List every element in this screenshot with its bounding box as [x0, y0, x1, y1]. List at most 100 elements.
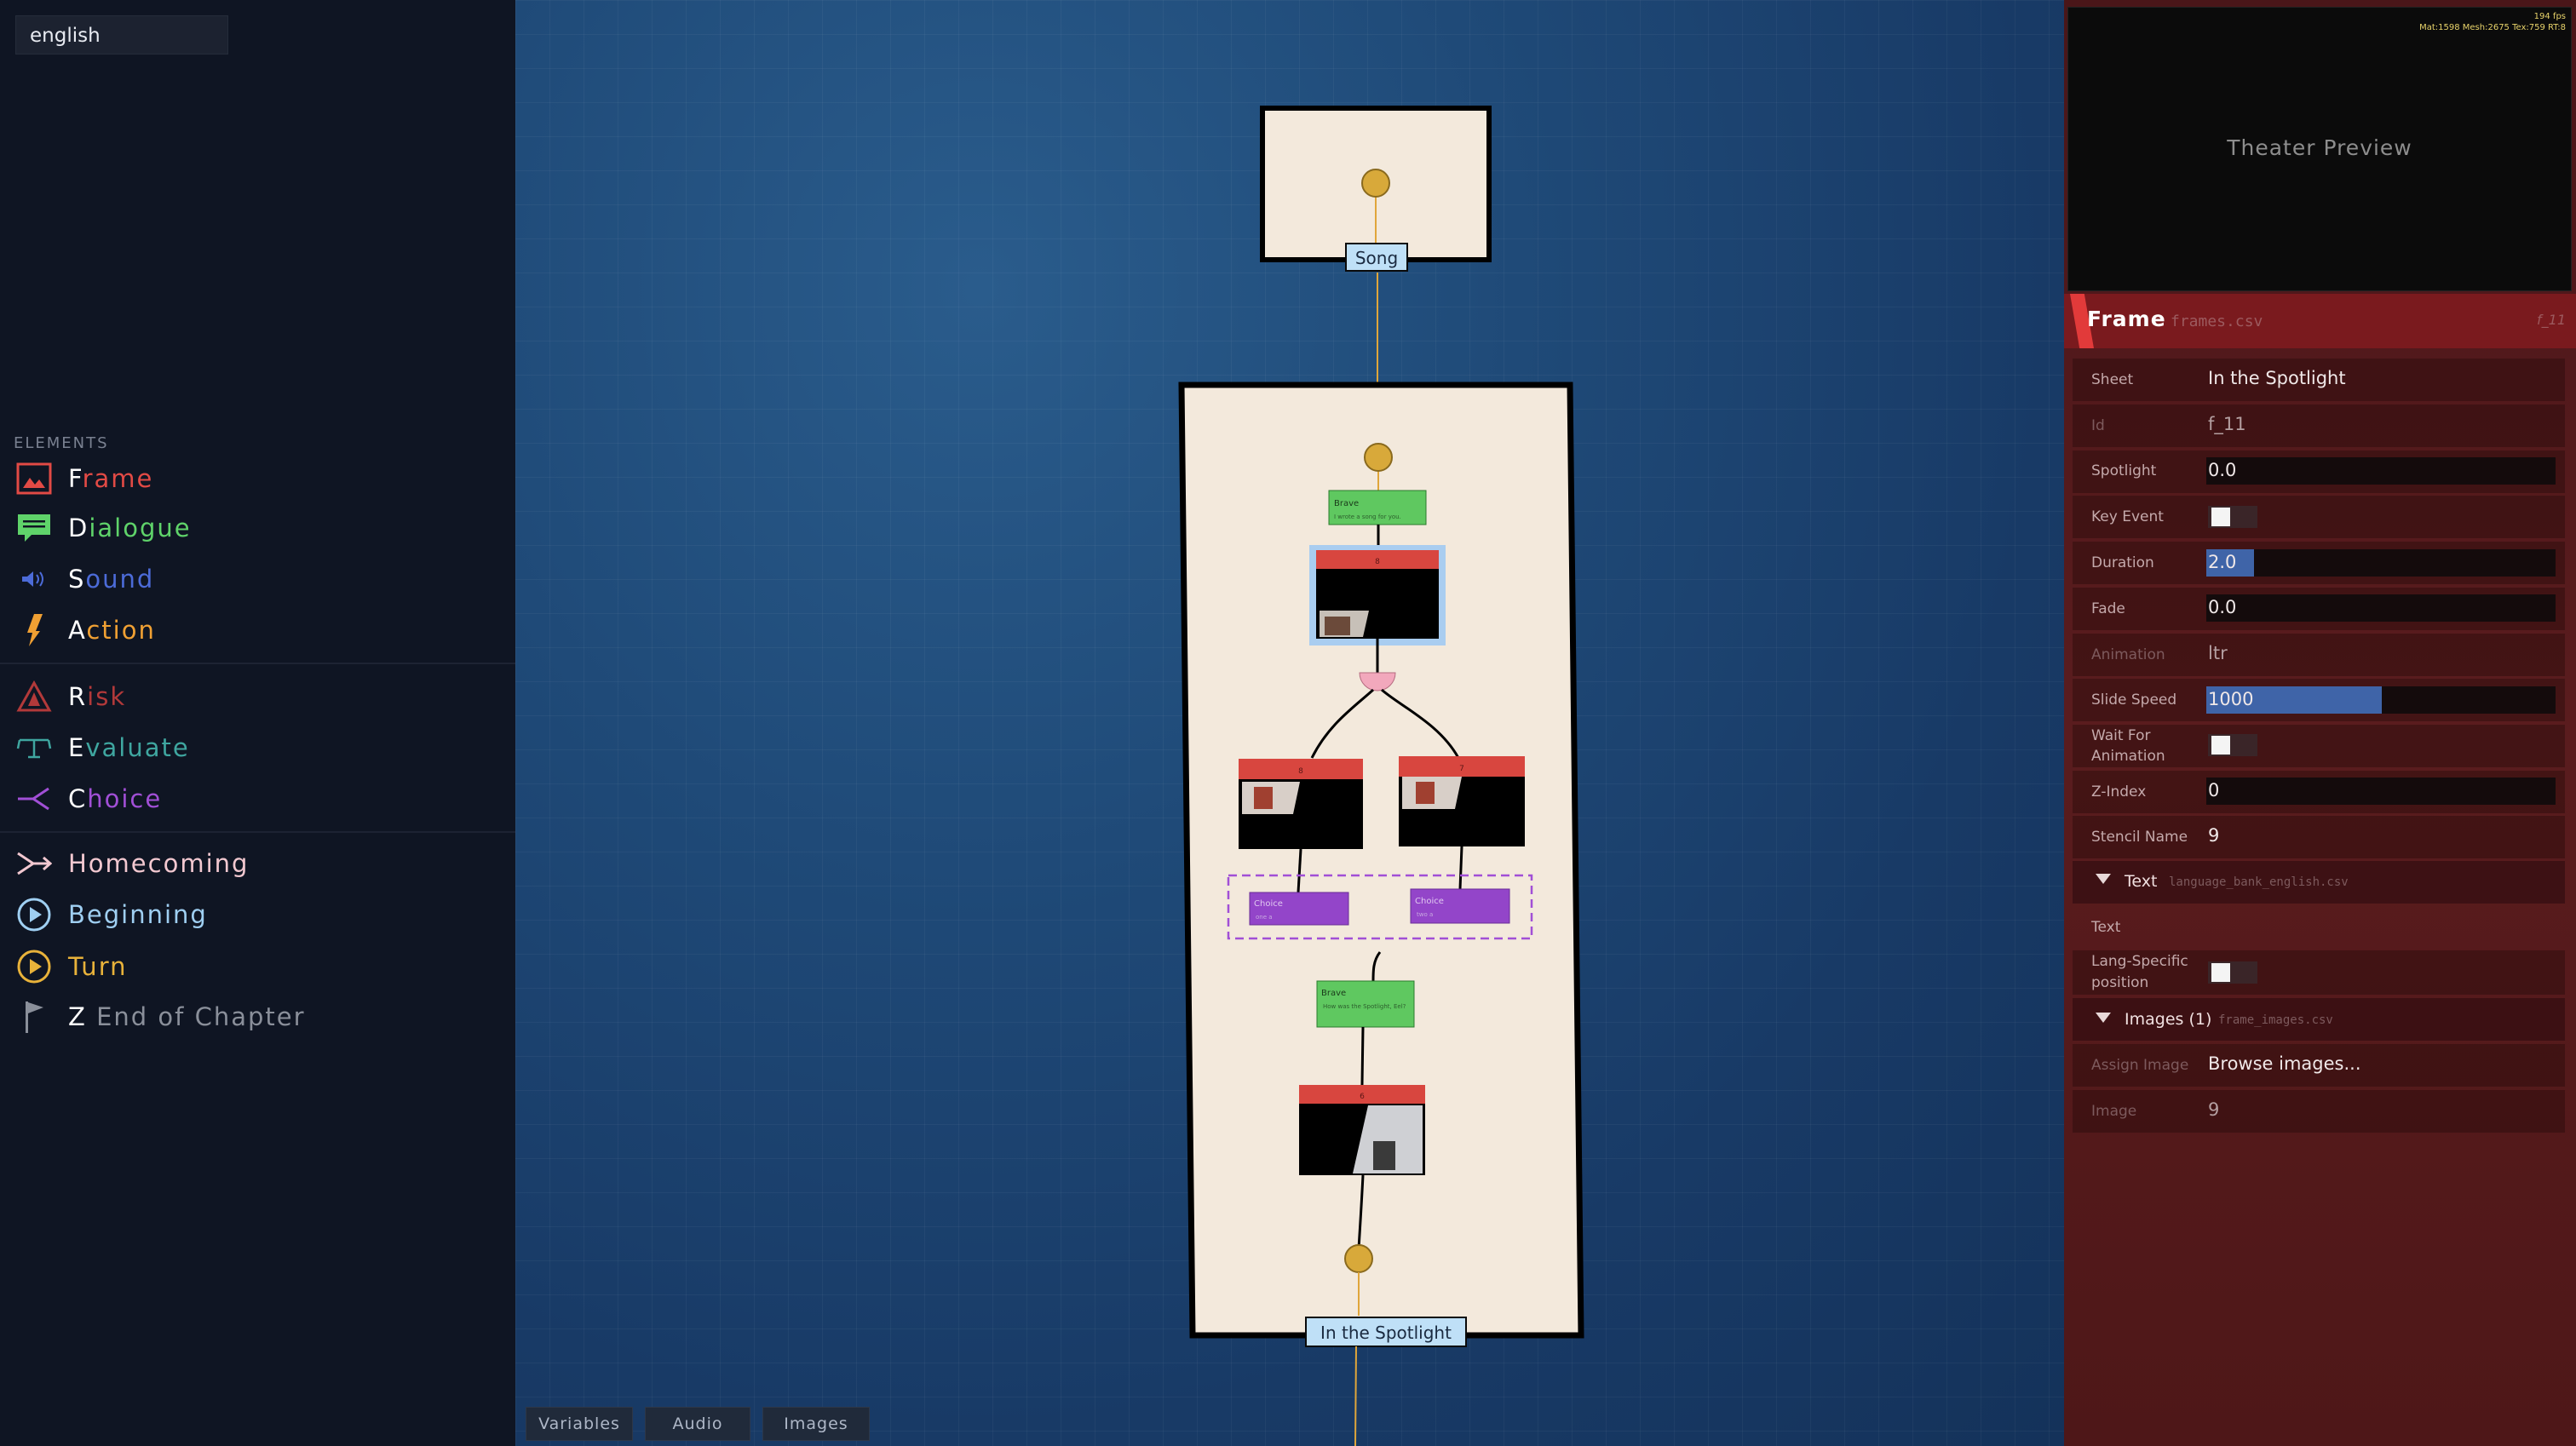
spotlight-field[interactable]: [2206, 457, 2556, 485]
element-turn[interactable]: Turn: [15, 948, 127, 985]
choice-text: two a: [1417, 911, 1433, 918]
text-section-file: language_bank_english.csv: [2169, 875, 2349, 889]
element-dialogue-label: Dialogue: [68, 514, 192, 542]
element-action-label: Action: [68, 616, 156, 645]
element-action[interactable]: Action: [15, 611, 156, 649]
animation-label: Animation: [2091, 646, 2165, 663]
graph-view: Song Brave I wrote a song for you. 8 8 7: [1178, 106, 1584, 1446]
image-label: Image: [2091, 1103, 2137, 1120]
divider: [0, 663, 515, 664]
element-end-of-chapter-label: Z End of Chapter: [68, 1002, 306, 1031]
element-risk[interactable]: Risk: [15, 678, 126, 715]
text-section-header[interactable]: [2073, 861, 2565, 904]
choice-icon: [15, 780, 53, 818]
song-label-box[interactable]: [1345, 243, 1408, 272]
element-turn-label: Turn: [68, 952, 128, 981]
collapse-arrow-icon[interactable]: [2096, 1013, 2111, 1023]
text-section-title: Text: [2125, 872, 2158, 891]
dialogue-node[interactable]: [1328, 490, 1427, 525]
dialogue-node[interactable]: [1316, 980, 1415, 1028]
row-animation: [2073, 634, 2565, 676]
fade-label: Fade: [2091, 600, 2125, 617]
turn-node[interactable]: [1361, 169, 1390, 198]
choice-text: one a: [1256, 914, 1273, 921]
choice-title: Choice: [1254, 899, 1283, 909]
lang-specific-toggle[interactable]: [2208, 961, 2257, 984]
turn-icon: [15, 948, 53, 985]
stencil-name-label: Stencil Name: [2091, 829, 2188, 846]
element-beginning[interactable]: Beginning: [15, 896, 208, 933]
stencil-name-value[interactable]: 9: [2208, 825, 2220, 846]
element-dialogue[interactable]: Dialogue: [15, 509, 192, 547]
element-choice-label: Choice: [68, 784, 163, 813]
choice-node[interactable]: [1249, 892, 1349, 926]
tab-variables[interactable]: Variables: [526, 1407, 633, 1441]
animation-value[interactable]: ltr: [2208, 643, 2228, 663]
fade-value: 0.0: [2208, 597, 2237, 617]
turn-node[interactable]: [1344, 1244, 1373, 1273]
story-canvas[interactable]: Song Brave I wrote a song for you. 8 8 7: [515, 0, 2064, 1446]
element-homecoming[interactable]: Homecoming: [15, 845, 249, 882]
element-frame[interactable]: Frame: [15, 460, 153, 497]
element-beginning-label: Beginning: [68, 900, 208, 929]
element-homecoming-label: Homecoming: [68, 849, 250, 878]
row-sheet: [2073, 359, 2565, 401]
wait-for-animation-label: Wait For Animation: [2091, 727, 2165, 765]
id-label: Id: [2091, 417, 2105, 434]
row-assign-image: [2073, 1044, 2565, 1087]
slide-speed-fill: [2206, 686, 2382, 714]
inspector-id-corner: f_11: [2537, 312, 2566, 328]
key-event-toggle[interactable]: [2208, 506, 2257, 528]
dialogue-text: How was the Spotlight, Eel?: [1323, 1003, 1406, 1010]
collapse-arrow-icon[interactable]: [2096, 874, 2111, 884]
assign-image-label: Assign Image: [2091, 1057, 2189, 1074]
row-stencil-name: [2073, 816, 2565, 858]
images-section-header[interactable]: [2073, 998, 2565, 1041]
split-node[interactable]: [1359, 672, 1396, 691]
element-evaluate[interactable]: Evaluate: [15, 729, 190, 766]
sheet-value[interactable]: In the Spotlight: [2208, 368, 2346, 388]
divider: [0, 831, 515, 833]
duration-label: Duration: [2091, 554, 2154, 571]
theater-preview-label: Theater Preview: [2227, 135, 2412, 160]
language-selector[interactable]: english: [15, 15, 228, 55]
dialogue-icon: [15, 509, 53, 547]
row-lang-specific: [2073, 950, 2565, 995]
wait-for-animation-toggle[interactable]: [2208, 734, 2257, 756]
action-icon: [15, 611, 53, 649]
z-index-label: Z-Index: [2091, 783, 2147, 800]
browse-images-button[interactable]: Browse images...: [2208, 1053, 2361, 1074]
z-index-field[interactable]: [2206, 778, 2556, 805]
spotlight-sheet[interactable]: [1178, 382, 1584, 1339]
tab-audio[interactable]: Audio: [645, 1407, 750, 1441]
spotlight-label: Spotlight: [2091, 462, 2157, 479]
fade-field[interactable]: [2206, 594, 2556, 622]
row-image: [2073, 1090, 2565, 1133]
inspector-header: [2064, 294, 2576, 348]
evaluate-icon: [15, 729, 53, 766]
row-id: [2073, 405, 2565, 447]
dialogue-text: I wrote a song for you.: [1334, 514, 1401, 520]
element-choice[interactable]: Choice: [15, 780, 162, 818]
checkbox-knob: [2211, 508, 2230, 526]
images-section-file: frame_images.csv: [2218, 1013, 2333, 1027]
tab-images[interactable]: Images: [762, 1407, 870, 1441]
images-section-title: Images (1): [2125, 1010, 2212, 1029]
spotlight-label-box[interactable]: [1305, 1317, 1467, 1347]
z-index-value: 0: [2208, 780, 2220, 800]
duration-field[interactable]: [2206, 549, 2556, 577]
id-value: f_11: [2208, 414, 2246, 434]
choice-node[interactable]: [1410, 888, 1510, 924]
sheet-label: Sheet: [2091, 371, 2134, 388]
dialogue-title: Brave: [1321, 989, 1346, 998]
frame-number: 8: [1375, 558, 1380, 566]
element-sound[interactable]: Sound: [15, 560, 154, 598]
image-value[interactable]: 9: [2208, 1099, 2220, 1120]
inspector-title: Frame: [2087, 307, 2166, 331]
choice-group[interactable]: [1227, 874, 1533, 940]
turn-node[interactable]: [1364, 443, 1393, 472]
dialogue-title: Brave: [1334, 499, 1359, 508]
element-end-of-chapter[interactable]: Z End of Chapter: [15, 998, 306, 1036]
